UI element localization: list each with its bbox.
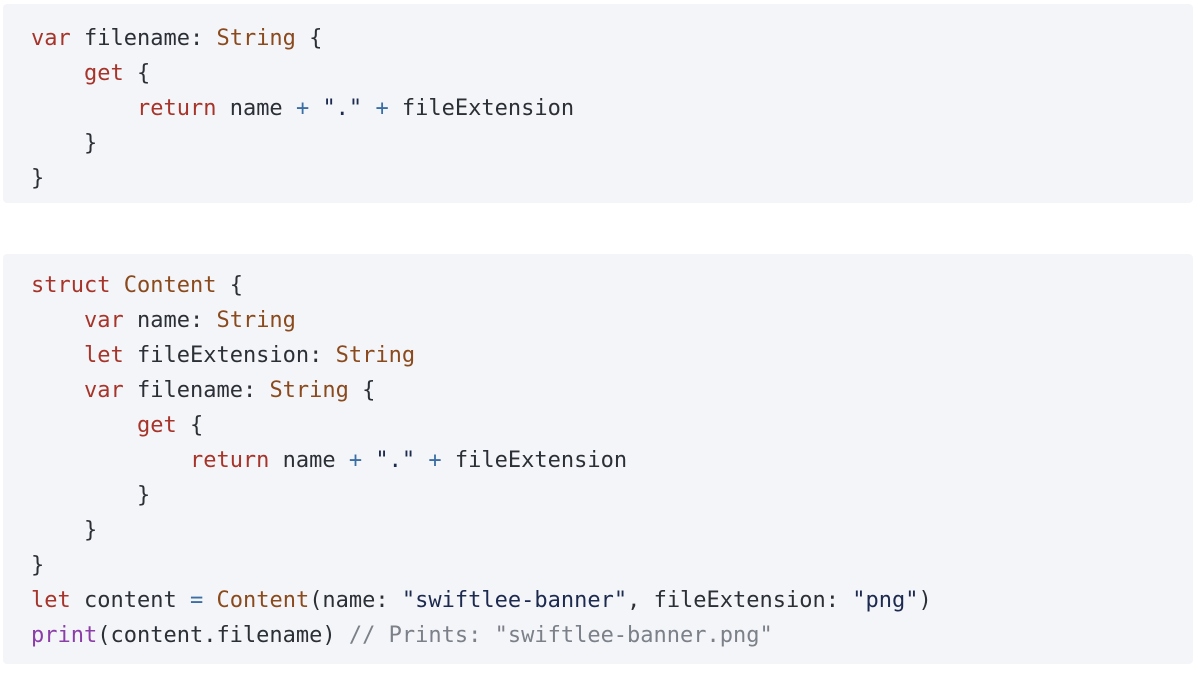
type-name: String xyxy=(216,308,296,333)
code-text: } xyxy=(31,131,98,156)
code-line: let content = Content(name: "swiftlee-ba… xyxy=(31,583,1193,618)
code-text: } xyxy=(31,166,45,191)
code-line: } xyxy=(31,161,1193,196)
type-name: String xyxy=(216,26,296,51)
string-literal: "swiftlee-banner" xyxy=(401,588,628,613)
code-text: (name: xyxy=(309,588,402,613)
code-text: name xyxy=(216,96,296,121)
code-line: print(content.filename) // Prints: "swif… xyxy=(31,618,1193,653)
keyword: get xyxy=(136,413,177,438)
keyword: struct xyxy=(31,273,111,298)
keyword: get xyxy=(83,61,124,86)
code-line: } xyxy=(31,548,1193,583)
code-text: fileExtension: xyxy=(123,343,336,368)
code-text: { xyxy=(176,413,204,438)
code-text: } xyxy=(31,518,98,543)
code-text xyxy=(110,273,123,298)
code-text: content xyxy=(70,588,190,613)
code-text xyxy=(415,448,428,473)
code-text xyxy=(203,588,216,613)
code-text: filename: xyxy=(70,26,217,51)
code-text xyxy=(362,96,375,121)
code-text: name: xyxy=(123,308,217,333)
operator: + xyxy=(348,448,363,473)
code-block-computed-property: var filename: String { get { return name… xyxy=(3,4,1193,203)
code-text xyxy=(31,378,84,403)
code-text xyxy=(31,61,84,86)
code-text: (content.filename) xyxy=(97,623,349,648)
code-text xyxy=(362,448,375,473)
comment: // Prints: "swiftlee-banner.png" xyxy=(348,623,773,648)
string-literal: "." xyxy=(375,448,416,473)
type-name: String xyxy=(335,343,416,368)
code-text: filename: xyxy=(123,378,270,403)
string-literal: "png" xyxy=(852,588,919,613)
keyword: var xyxy=(83,308,124,333)
type-name: String xyxy=(269,378,349,403)
keyword: return xyxy=(136,96,217,121)
operator: + xyxy=(375,96,389,121)
code-line: struct Content { xyxy=(31,268,1193,303)
keyword: let xyxy=(83,343,124,368)
code-text: , fileExtension: xyxy=(627,588,853,613)
code-line: return name + "." + fileExtension xyxy=(31,443,1193,478)
type-name: Content xyxy=(123,273,217,298)
code-line: get { xyxy=(31,408,1193,443)
operator: = xyxy=(189,588,204,613)
code-line: get { xyxy=(31,56,1193,91)
code-text: { xyxy=(216,273,243,298)
code-line: } xyxy=(31,126,1193,161)
code-block-content-struct: struct Content { var name: String let fi… xyxy=(3,254,1193,664)
code-text xyxy=(31,308,84,333)
code-text: fileExtension xyxy=(441,448,628,473)
operator: + xyxy=(428,448,442,473)
code-line: var filename: String { xyxy=(31,21,1193,56)
code-text: ) xyxy=(918,588,932,613)
function-name: print xyxy=(31,623,98,648)
code-text: { xyxy=(348,378,376,403)
string-literal: "." xyxy=(322,96,363,121)
keyword: var xyxy=(83,378,124,403)
code-text xyxy=(31,448,190,473)
code-text xyxy=(31,96,137,121)
keyword: var xyxy=(31,26,71,51)
code-line: return name + "." + fileExtension xyxy=(31,91,1193,126)
code-text xyxy=(309,96,322,121)
code-text xyxy=(31,413,137,438)
code-line: } xyxy=(31,478,1193,513)
code-text xyxy=(31,343,84,368)
code-text: { xyxy=(123,61,151,86)
keyword: let xyxy=(31,588,71,613)
code-text: } xyxy=(31,553,45,578)
code-text: name xyxy=(269,448,349,473)
code-text: } xyxy=(31,483,151,508)
code-text: { xyxy=(295,26,323,51)
code-line: var filename: String { xyxy=(31,373,1193,408)
code-line: } xyxy=(31,513,1193,548)
code-line: let fileExtension: String xyxy=(31,338,1193,373)
keyword: return xyxy=(189,448,270,473)
code-text: fileExtension xyxy=(388,96,575,121)
operator: + xyxy=(295,96,310,121)
type-name: Content xyxy=(216,588,310,613)
code-line: var name: String xyxy=(31,303,1193,338)
